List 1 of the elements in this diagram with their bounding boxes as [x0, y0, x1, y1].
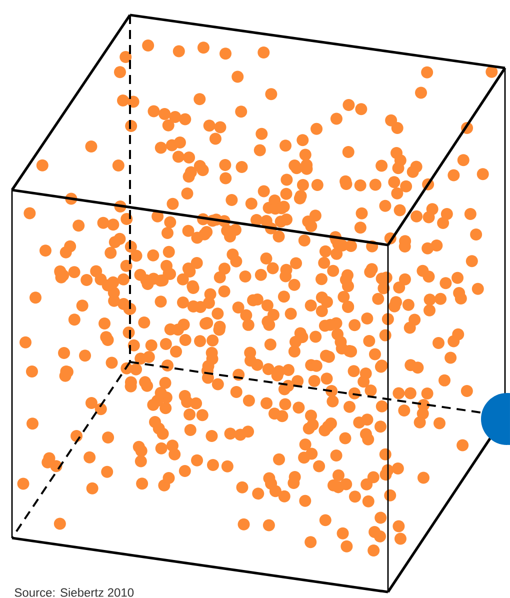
source-note: Source: Siebertz 2010	[14, 588, 134, 597]
